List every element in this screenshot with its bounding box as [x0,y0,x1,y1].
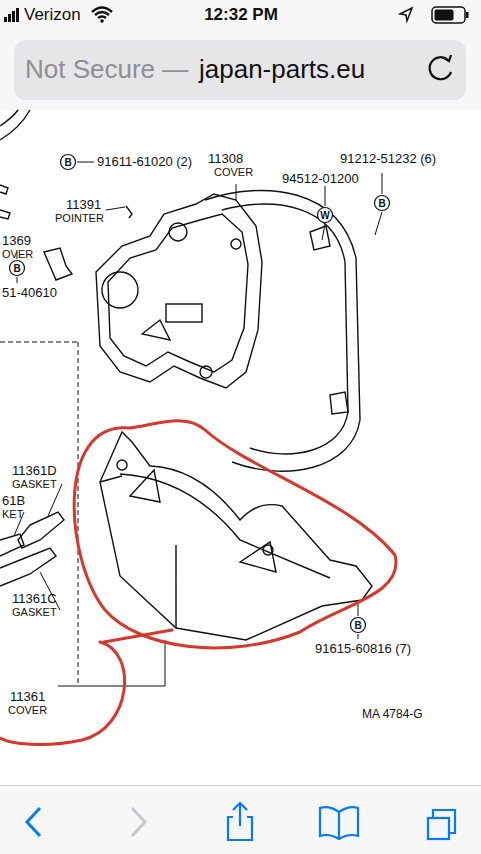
part-name: COVER [8,704,47,716]
signal-icon [4,8,19,22]
part-number: 51-40610 [2,286,57,300]
lower-cover [100,432,372,640]
security-note: Not Secure — [25,55,188,84]
red-marks [0,421,396,745]
url-text: japan-parts.eu [199,55,365,84]
housing-plate-inner [108,214,248,372]
housing-boss [310,226,348,414]
back-icon [27,808,40,836]
reload-arrow [444,55,451,61]
cover-hole [117,460,127,470]
pointer-part [126,206,132,218]
part-number: 94512-01200 [282,172,359,186]
part-number: 1369 [2,234,31,248]
battery-level [435,10,454,21]
carrier-name: Verizon [24,6,81,25]
part-name: GASKET [12,606,57,618]
callout-letter: B [354,620,361,631]
browser-bar [0,0,481,110]
callout-letter: B [13,263,20,274]
cover-hole [263,545,273,555]
bookmarks-icon [320,807,358,839]
forward-icon [132,808,145,836]
housing-rim [222,204,348,454]
toolbar-border [0,785,481,786]
figure-code: MA 4784-G [362,708,423,721]
part-name: GASKET [12,478,57,490]
battery-tip [466,12,469,18]
url-field [14,40,466,100]
bolt [0,210,10,219]
tabs-icon [428,810,455,839]
housing-hole [102,272,138,308]
cover-rib [130,470,276,572]
parts-drawing [0,110,372,640]
part-number: 11391 [66,198,101,212]
toolbar [0,785,481,854]
part-number: 11361D [12,464,57,478]
part-number: 91212-51232 (6) [340,152,436,166]
part-name: POINTER [55,212,104,224]
gasket-d [18,512,64,548]
battery-icon [432,7,465,23]
callout-letter: W [320,210,329,221]
callout-letter: B [64,157,71,168]
gasket-c [0,548,56,586]
part-number: 11361C [12,592,57,606]
housing-hole [231,239,241,249]
housing-rib [142,320,170,340]
wifi-icon [92,8,112,19]
location-icon [400,8,412,21]
part-number: 11361 [10,690,45,704]
clock-time: 12:32 PM [204,6,278,25]
share-icon [228,803,252,840]
part-name: COVER [214,166,253,178]
small-cover [44,248,72,280]
housing-hole [169,223,187,241]
partial-part [0,110,30,194]
housing-hole [200,366,212,378]
part-number: 11308 [208,152,243,166]
part-name: OVER [2,248,33,260]
housing-window [166,304,202,322]
part-number: 91611-61020 (2) [97,155,192,169]
gasket-b [0,534,24,556]
part-number: 91615-60816 (7) [315,642,411,656]
housing-plate [96,194,262,388]
housing-bell [205,190,360,471]
callout-circles [10,155,390,633]
wifi-dot [100,19,104,23]
part-name: KET [2,508,23,520]
red-stroke [104,630,172,642]
part-number: 61B [2,494,25,508]
red-loop [74,421,396,648]
leader-lines [0,162,382,686]
callout-letter: B [378,198,385,209]
red-arc [0,642,125,744]
